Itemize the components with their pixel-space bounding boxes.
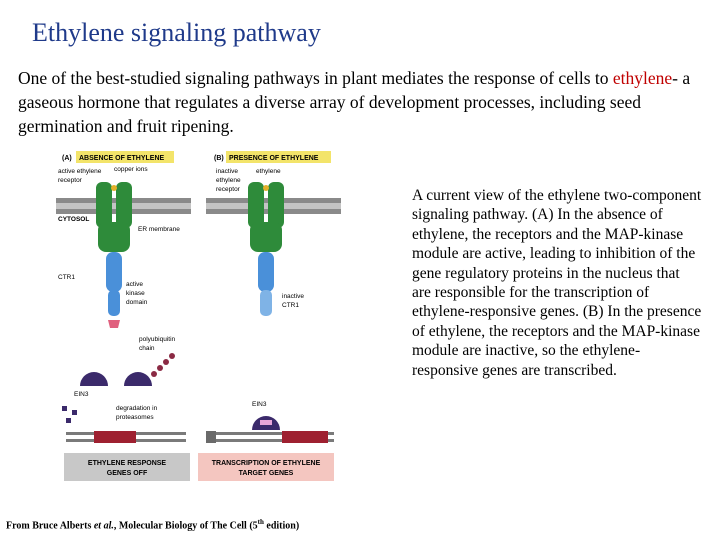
label-copper-ions: copper ions — [114, 166, 148, 173]
footer-b-box — [198, 453, 334, 481]
source-suffix: edition) — [263, 520, 300, 532]
label-ctr1: CTR1 — [58, 274, 75, 281]
dna-b — [206, 431, 334, 443]
label-ethylene: ethylene — [256, 168, 281, 175]
intro-text-end: - a gaseous hormone that regulates a div… — [18, 68, 691, 136]
slide-title: Ethylene signaling pathway — [32, 18, 321, 47]
label-inactive-ctr1-line1: inactive — [282, 293, 304, 300]
source-middle: , Molecular Biology of The Cell (5 — [113, 520, 258, 532]
footer-a-box — [64, 453, 190, 481]
polyubiquitin-chain — [151, 353, 175, 377]
degraded-fragments — [62, 406, 77, 423]
panel-a-header: ABSENCE OF ETHYLENE — [79, 155, 165, 162]
label-inactive-receptor-line2: ethylene — [216, 177, 241, 184]
ein3-a-ubiquitinated — [124, 372, 152, 386]
footer-a-line1: ETHYLENE RESPONSE — [88, 460, 167, 467]
intro-paragraph: One of the best-studied signaling pathwa… — [18, 66, 712, 138]
footer-b-line2: TARGET GENES — [239, 470, 294, 477]
source-citation: From Bruce Alberts et al., Molecular Bio… — [6, 518, 299, 531]
ethylene-pathway-figure: (A) ABSENCE OF ETHYLENE (B) PRESENCE OF … — [56, 151, 341, 481]
source-etal: et al. — [93, 520, 114, 532]
label-polyubiquitin-line1: polyubiquitin — [139, 336, 176, 343]
label-active-receptor-line2: receptor — [58, 177, 83, 184]
panel-b-letter: (B) — [214, 155, 224, 162]
panel-a-letter: (A) — [62, 155, 72, 162]
inactive-receptor-b — [248, 182, 284, 252]
label-active-kinase-line3: domain — [126, 299, 148, 306]
dna-a — [66, 431, 186, 443]
label-active-kinase-line1: active — [126, 281, 143, 288]
label-inactive-ctr1-line2: CTR1 — [282, 302, 299, 309]
label-polyubiquitin-line2: chain — [139, 345, 155, 352]
source-sup: th — [257, 518, 264, 526]
label-degradation-line1: degradation in — [116, 405, 158, 412]
label-ein3-a: EIN3 — [74, 391, 89, 398]
label-er-membrane: ER membrane — [138, 226, 180, 233]
intro-text-start: One of the best-studied signaling pathwa… — [18, 68, 613, 88]
ethylene-highlight: ethylene — [612, 68, 673, 88]
label-ein3-b: EIN3 — [252, 401, 267, 408]
active-receptor-a — [96, 182, 132, 252]
copper-ion — [111, 185, 117, 191]
label-cytosol: CYTOSOL — [58, 216, 89, 223]
label-active-kinase-line2: kinase — [126, 290, 145, 297]
panel-b-header: PRESENCE OF ETHYLENE — [229, 155, 319, 162]
footer-a-line2: GENES OFF — [107, 470, 148, 477]
active-ctr1-a — [106, 252, 122, 328]
label-active-receptor-line1: active ethylene — [58, 168, 102, 175]
ein3-a-shape — [80, 372, 108, 386]
panel-a-header-bg — [76, 151, 174, 163]
ein3-b-mark — [260, 420, 272, 425]
ethylene-molecule — [263, 185, 269, 191]
label-inactive-receptor-line1: inactive — [216, 168, 238, 175]
inactive-ctr1-b — [258, 252, 274, 316]
source-prefix: From Bruce Alberts — [6, 520, 94, 532]
label-inactive-receptor-line3: receptor — [216, 186, 241, 193]
label-degradation-line2: proteasomes — [116, 414, 154, 421]
figure-caption: A current view of the ethylene two-compo… — [412, 187, 702, 379]
panel-b-header-bg — [226, 151, 331, 163]
footer-b-line1: TRANSCRIPTION OF ETHYLENE — [212, 460, 321, 467]
